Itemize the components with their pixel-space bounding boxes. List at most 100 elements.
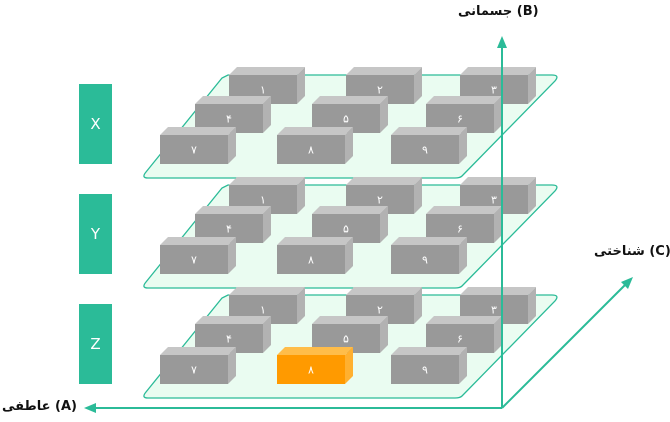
box-front-face [391, 355, 459, 384]
box-side-face [414, 287, 422, 324]
arrow-left-icon [84, 403, 96, 413]
box-label: ۶ [457, 223, 463, 236]
box-side-face [459, 127, 467, 164]
box-front-face [160, 135, 228, 164]
box-2: ۲ [346, 287, 422, 324]
box-side-face [263, 206, 271, 243]
box-8: ۸ [277, 347, 353, 384]
box-label: ۱ [260, 194, 266, 207]
box-8: ۸ [277, 237, 353, 274]
box-side-face [494, 96, 502, 133]
box-front-face [277, 355, 345, 384]
box-top-face [277, 127, 353, 135]
box-top-face [346, 177, 422, 185]
box-side-face [414, 177, 422, 214]
layer-tag-y: Y [79, 194, 112, 274]
box-top-face [426, 316, 502, 324]
box-label: ۵ [343, 113, 349, 126]
box-top-face [160, 127, 236, 135]
box-front-face [160, 245, 228, 274]
box-top-face [195, 206, 271, 214]
box-top-face [277, 347, 353, 355]
box-top-face [460, 67, 536, 75]
box-top-face [346, 67, 422, 75]
box-9: ۹ [391, 127, 467, 164]
box-side-face [459, 237, 467, 274]
box-side-face [494, 206, 502, 243]
box-label: ۶ [457, 113, 463, 126]
box-side-face [528, 67, 536, 104]
box-label: ۶ [457, 333, 463, 346]
box-label: ۲ [377, 304, 383, 317]
box-1: ۱ [229, 67, 305, 104]
box-label: ۴ [226, 223, 232, 236]
layer-z: ۱ ۲ ۳ ۴ ۵ ۶ ۷ ۸ ۹ [143, 287, 558, 399]
box-8: ۸ [277, 127, 353, 164]
box-1: ۱ [229, 177, 305, 214]
box-label: ۹ [422, 144, 428, 157]
box-top-face [391, 347, 467, 355]
box-side-face [297, 177, 305, 214]
box-7: ۷ [160, 347, 236, 384]
box-label: ۸ [308, 364, 314, 377]
box-top-face [277, 237, 353, 245]
box-top-face [426, 96, 502, 104]
box-side-face [414, 67, 422, 104]
box-front-face [277, 135, 345, 164]
box-label: ۹ [422, 254, 428, 267]
box-side-face [263, 316, 271, 353]
box-label: ۱ [260, 304, 266, 317]
box-top-face [426, 206, 502, 214]
box-7: ۷ [160, 127, 236, 164]
box-label: ۴ [226, 333, 232, 346]
box-top-face [229, 67, 305, 75]
arrow-diagonal-icon [621, 277, 633, 289]
box-label: ۲ [377, 194, 383, 207]
box-label: ۷ [191, 144, 197, 157]
box-9: ۹ [391, 237, 467, 274]
box-side-face [380, 96, 388, 133]
box-side-face [528, 177, 536, 214]
box-label: ۱ [260, 84, 266, 97]
axis-diagonal [501, 282, 628, 409]
box-label: ۹ [422, 364, 428, 377]
box-top-face [160, 347, 236, 355]
box-side-face [345, 347, 353, 384]
box-side-face [380, 206, 388, 243]
box-side-face [228, 237, 236, 274]
box-top-face [391, 237, 467, 245]
box-label: ۳ [491, 304, 497, 317]
box-top-face [312, 316, 388, 324]
box-side-face [228, 347, 236, 384]
box-top-face [229, 287, 305, 295]
box-7: ۷ [160, 237, 236, 274]
box-label: ۵ [343, 333, 349, 346]
axis-label-cognitive: شناختی (C) [594, 244, 670, 259]
axis-label-physical: جسمانی (B) [458, 4, 539, 19]
layer-tag-x: X [79, 84, 112, 164]
box-front-face [160, 355, 228, 384]
box-label: ۲ [377, 84, 383, 97]
box-top-face [195, 316, 271, 324]
box-top-face [312, 96, 388, 104]
axis-label-emotional: عاطفی (A) [2, 399, 77, 414]
box-label: ۳ [491, 194, 497, 207]
box-side-face [228, 127, 236, 164]
box-side-face [459, 347, 467, 384]
box-side-face [380, 316, 388, 353]
box-top-face [391, 127, 467, 135]
box-top-face [346, 287, 422, 295]
box-front-face [391, 245, 459, 274]
box-label: ۸ [308, 254, 314, 267]
box-top-face [229, 177, 305, 185]
box-label: ۴ [226, 113, 232, 126]
box-9: ۹ [391, 347, 467, 384]
box-side-face [345, 127, 353, 164]
box-top-face [460, 177, 536, 185]
layer-tag-z: Z [79, 304, 112, 384]
box-label: ۷ [191, 364, 197, 377]
axes [84, 36, 633, 413]
